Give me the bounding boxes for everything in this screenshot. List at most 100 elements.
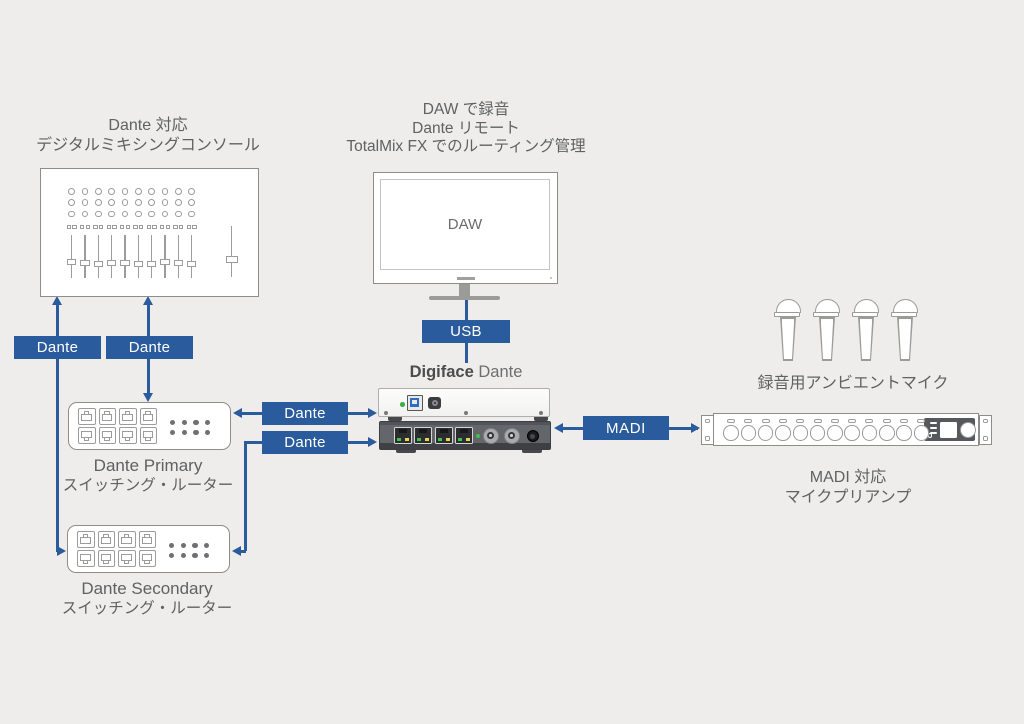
mics-label: 録音用アンビエントマイク — [757, 375, 949, 392]
secondary-switch-label-line1: Dante Secondary — [81, 579, 213, 598]
preamp-label: MADI 対応 マイクプリアンプ — [728, 468, 968, 508]
ethernet-port-icon — [414, 426, 433, 444]
fader-handle-icon — [93, 261, 103, 267]
fader-handle-icon — [187, 261, 197, 267]
mic-body-fill — [781, 318, 795, 360]
yellow-led-icon — [445, 438, 450, 441]
rj45-port-icon — [138, 531, 156, 548]
status-led-icon — [180, 543, 186, 549]
primary-switch-illustration — [68, 402, 231, 450]
mic-head-dome — [775, 299, 801, 313]
mixer-knob-icon — [148, 199, 156, 206]
fader-track-icon — [111, 234, 113, 278]
fader-handle-icon — [67, 259, 77, 265]
arrowhead-up-mixer-left — [51, 296, 62, 305]
yellow-led-icon — [404, 438, 409, 441]
status-led-icon — [170, 430, 176, 436]
rj45-body — [141, 537, 153, 544]
status-led-icon — [205, 420, 211, 426]
vent-slot-icon — [830, 419, 839, 423]
mic-band — [813, 311, 839, 317]
secondary-switch-illustration — [67, 525, 230, 573]
status-led-icon — [204, 553, 210, 559]
fader-track-icon — [177, 234, 179, 278]
rj45-port-icon — [118, 531, 136, 548]
status-led-icon — [205, 430, 211, 436]
rj45-port-icon — [77, 531, 95, 548]
fader-track-icon — [124, 234, 126, 278]
mixer-knob-icon — [108, 210, 116, 218]
status-led-icon — [204, 543, 210, 549]
mixer-button-icon — [112, 224, 117, 229]
rj45-port-icon — [118, 550, 136, 567]
mixer-knob-icon — [68, 188, 76, 195]
xlr-input-icon — [844, 425, 860, 441]
mixer-button-icon — [93, 224, 98, 229]
rj45-body — [81, 414, 92, 421]
primary-switch-label: Dante Primary スイッチング・ルーター — [28, 455, 268, 495]
daw-title-line2: Dante リモート — [412, 119, 520, 137]
mic-body — [858, 317, 874, 361]
rj45-body — [80, 554, 91, 561]
digiface-foot-right — [534, 414, 548, 421]
mixer-knob-icon — [174, 199, 182, 206]
daw-title: DAW で録音 Dante リモート TotalMix FX でのルーティング管… — [346, 101, 586, 157]
mixer-knob-icon — [121, 199, 129, 206]
mixer-knob-icon — [161, 210, 169, 218]
usb-label: USB — [422, 320, 510, 343]
status-led-icon — [192, 543, 198, 549]
xlr-input-icon — [861, 425, 878, 441]
mixer-knob-icon — [121, 188, 129, 195]
screw-icon — [539, 411, 543, 415]
monitor-logo-dash — [456, 277, 475, 280]
fader-handle-icon — [173, 260, 183, 266]
port-pins — [439, 429, 448, 433]
mic-head-dome — [892, 299, 918, 313]
rj45-body — [101, 414, 113, 421]
ethernet-port-icon — [393, 426, 412, 444]
ethernet-port-icon — [434, 426, 453, 444]
xlr-input-icon — [913, 425, 930, 441]
rj45-body — [142, 414, 154, 421]
fader-track-icon — [71, 234, 73, 278]
xlr-input-icon — [827, 425, 843, 441]
digiface-rear-foot-right — [522, 447, 542, 453]
mixer-knob-icon — [95, 210, 102, 218]
arrowhead-right-madi — [691, 422, 700, 433]
mixer-knob-icon — [68, 210, 76, 218]
arrowhead-left-madi — [554, 422, 563, 433]
mic-body — [780, 317, 796, 361]
mixer-button-icon — [173, 224, 178, 229]
arrowhead-left-primary-right — [233, 408, 242, 418]
rj45-body — [121, 537, 132, 544]
daw-title-line3: TotalMix FX でのルーティング管理 — [346, 138, 586, 155]
screw-icon — [384, 411, 388, 415]
digiface-title-regular: Dante — [473, 363, 523, 381]
fader-handle-icon — [160, 259, 170, 265]
rj45-port-icon — [97, 550, 115, 567]
mixing-console-illustration — [40, 168, 259, 297]
green-led-icon — [437, 438, 442, 441]
status-led-icon — [169, 543, 175, 549]
master-fader-handle-icon — [225, 255, 238, 263]
rj45-port-icon — [77, 550, 95, 567]
arrowhead-up-mixer-right — [142, 296, 153, 305]
mic-head — [814, 299, 840, 313]
microphone-icon — [773, 299, 803, 363]
mixer-button-icon — [160, 224, 165, 229]
rj45-port-icon — [119, 427, 137, 444]
monitor-stand-neck — [459, 284, 470, 297]
mic-band — [774, 311, 800, 317]
primary-switch-label-line1: Dante Primary — [93, 456, 203, 475]
arrowhead-down-primary — [142, 393, 153, 402]
power-led-icon — [400, 402, 405, 407]
rj45-body — [101, 431, 113, 438]
phones-jack-icon — [526, 430, 539, 442]
xlr-input-icon — [723, 425, 739, 441]
mic-body-fill — [859, 318, 873, 360]
mixer-knob-icon — [188, 188, 196, 195]
mixer-button-icon — [85, 224, 90, 229]
green-led-icon — [417, 438, 422, 441]
digiface-ethernet-ports — [380, 422, 550, 449]
rj45-port-icon — [138, 550, 156, 567]
